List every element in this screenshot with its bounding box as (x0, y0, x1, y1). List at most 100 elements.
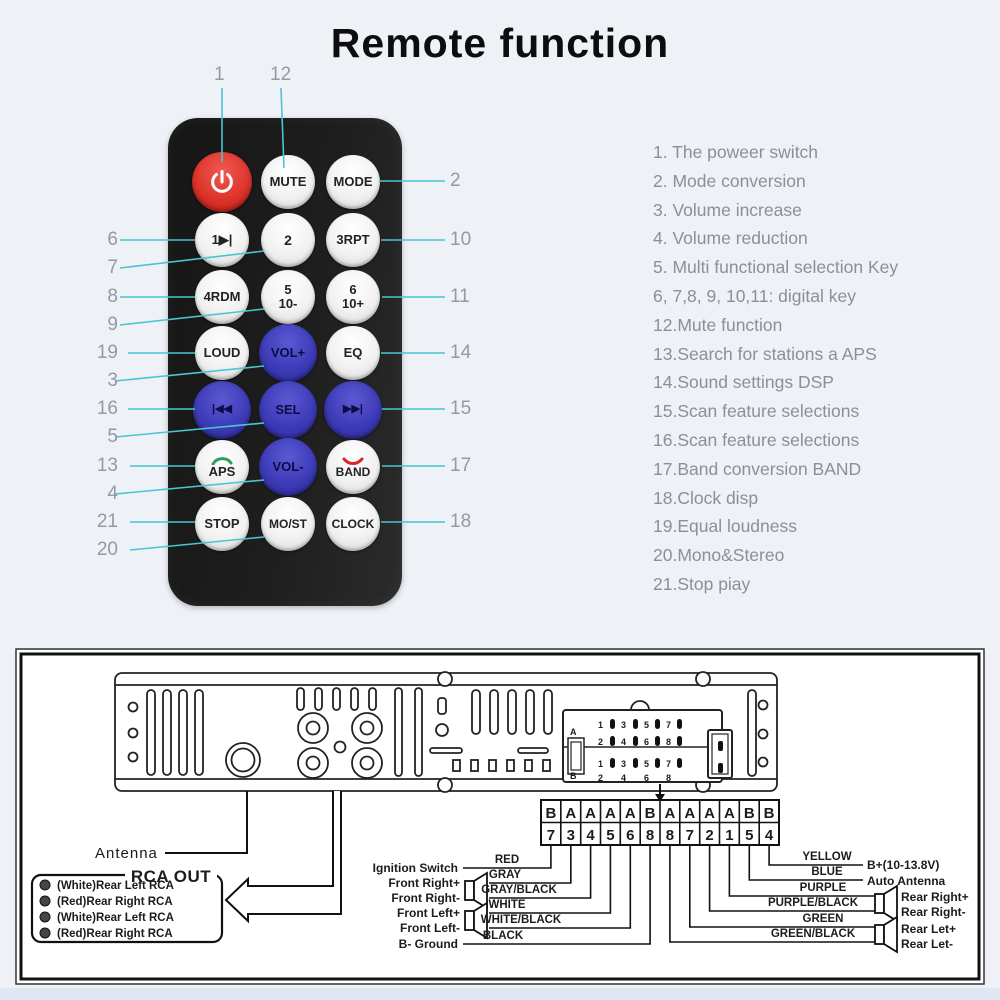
button-label: CLOCK (331, 516, 375, 531)
wire-label-red: RED (495, 854, 519, 866)
label-b-ground: B- Ground (399, 937, 458, 951)
pin-number: 2 (598, 737, 603, 747)
pin-digit: 5 (745, 827, 753, 844)
rca-out-title: RCA OUT (131, 867, 211, 886)
callout-number: 19 (96, 342, 118, 363)
button-label: 1▶| (211, 232, 233, 248)
button-sublabel: 10+ (341, 296, 365, 311)
function-list: 1. The poweer switch 2. Mode conversion … (653, 138, 983, 599)
antenna-lead: Antenna (95, 791, 248, 862)
speaker-icons (464, 871, 898, 954)
callout-number: 18 (450, 511, 472, 532)
callout-number: 4 (107, 483, 118, 504)
remote-button-4rdm: 4RDM (195, 270, 249, 324)
callout-number: 11 (450, 286, 470, 307)
iso-connector: A B 1 3 5 7 2 4 6 8 1 3 5 7 2 4 6 8 (562, 700, 733, 783)
pin-letter: B (744, 805, 755, 822)
pin-number: 6 (644, 737, 649, 747)
callout-number: 21 (96, 511, 118, 532)
remote-button-next: ▶▶| (324, 381, 382, 439)
speaker-icon-rear-right (874, 893, 885, 914)
function-item: 3. Volume increase (653, 199, 802, 220)
power-icon (211, 169, 233, 193)
callout-number: 9 (107, 314, 118, 335)
callout-number: 5 (107, 426, 118, 447)
wire-label-green: GREEN (803, 913, 844, 925)
label-auto-antenna: Auto Antenna (867, 874, 946, 888)
page-title: Remote function (330, 20, 670, 66)
remote-button-6-10plus: 6 10+ (326, 270, 380, 324)
label-front-left-plus: Front Left+ (397, 906, 460, 920)
function-item: 15.Scan feature selections (653, 401, 860, 422)
pin-letter: A (625, 805, 636, 822)
callout-number: 7 (107, 257, 118, 278)
pin-digit: 4 (765, 827, 774, 844)
pin-number: 7 (666, 759, 671, 769)
callout-number: 2 (450, 170, 461, 191)
remote-button-mode: MODE (326, 155, 380, 209)
button-label: MO/ST (269, 516, 307, 531)
function-item: 4. Volume reduction (653, 228, 808, 249)
connector-arrow (655, 784, 665, 802)
button-label: VOL- (272, 459, 304, 475)
rca-plug-icon (39, 911, 51, 923)
label-front-right-plus: Front Right+ (388, 876, 460, 890)
button-label: 2 (284, 231, 292, 248)
function-item: 16.Scan feature selections (653, 429, 860, 450)
prev-track-icon: |◀◀ (212, 403, 232, 416)
pin-letter: A (585, 805, 596, 822)
function-item: 21.Stop piay (653, 573, 751, 594)
pin-number: 6 (644, 773, 649, 783)
pin-number: 3 (621, 720, 626, 730)
button-label: MODE (333, 174, 373, 190)
terminal-labels: Ignition Switch Front Right+ Front Right… (373, 858, 969, 951)
button-label: STOP (204, 516, 240, 532)
wire-label-yellow: YELLOW (802, 851, 851, 863)
function-item: 6, 7,8, 9, 10,11: digital key (653, 285, 857, 306)
next-track-icon: ▶▶| (343, 403, 363, 416)
pin-table: B A A A A B A A A A B B 7 3 4 5 6 8 8 7 … (540, 799, 780, 846)
callout-number: 8 (107, 286, 118, 307)
speaker-icon-front-right (464, 880, 475, 901)
remote-button-sel: SEL (259, 381, 317, 439)
remote-button-prev: |◀◀ (193, 381, 251, 439)
button-label: 5 (284, 282, 292, 298)
button-label: MUTE (269, 174, 307, 190)
pin-number: 2 (598, 773, 603, 783)
rca-cable-arrow (224, 791, 342, 924)
wire-label-black: BLACK (483, 930, 524, 942)
pin-letter: A (684, 805, 695, 822)
callout-number: 20 (96, 539, 118, 560)
wire-label-purple-black: PURPLE/BLACK (768, 897, 859, 909)
pin-number: 4 (621, 737, 626, 747)
pin-letter: B (764, 805, 775, 822)
function-item: 1. The poweer switch (653, 142, 819, 162)
function-item: 18.Clock disp (653, 487, 759, 508)
wiring-diagram-box: A B 1 3 5 7 2 4 6 8 1 3 5 7 2 4 6 8 (15, 648, 985, 985)
label-rear-right-plus: Rear Right+ (901, 890, 969, 904)
remote-button-mute: MUTE (261, 155, 315, 209)
function-item: 2. Mode conversion (653, 170, 806, 191)
label-rear-right-minus: Rear Right- (901, 905, 966, 919)
pin-digit: 3 (567, 827, 575, 844)
button-label: APS (208, 464, 236, 480)
pin-letter: A (724, 805, 735, 822)
callout-number: 13 (96, 455, 118, 476)
button-label: 6 (349, 282, 357, 298)
rca-out-item: (Red)Rear Right RCA (57, 896, 173, 908)
pin-digit: 2 (705, 827, 713, 844)
pin-digit: 8 (666, 827, 674, 844)
rca-jacks (297, 712, 383, 779)
pin-number: 5 (644, 720, 649, 730)
diagram-inner-border (19, 652, 981, 981)
remote-button-band: BAND (326, 440, 380, 494)
pin-number: 7 (666, 720, 671, 730)
function-item: 12.Mute function (653, 314, 783, 335)
button-label: 4RDM (203, 289, 241, 305)
button-label: EQ (343, 345, 363, 361)
pin-letter: B (545, 805, 556, 822)
rca-out-item: (Red)Rear Right RCA (57, 928, 173, 940)
wire-label-green-black: GREEN/BLACK (771, 928, 856, 940)
pin-digit: 7 (547, 827, 555, 844)
speaker-icon-rear-left (874, 924, 885, 945)
